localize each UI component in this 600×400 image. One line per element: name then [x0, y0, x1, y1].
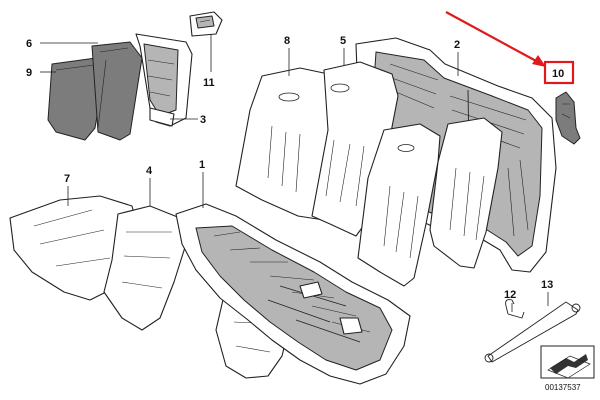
part-11-clip[interactable] — [189, 11, 223, 37]
leader-lines — [40, 34, 549, 312]
part-12-hook[interactable] — [505, 299, 525, 319]
callout-labels: 6 9 11 3 8 5 2 7 4 1 12 13 — [26, 35, 553, 301]
part-6-trim-panel[interactable] — [91, 41, 143, 141]
part-number-badge: 00137537 — [540, 345, 595, 392]
callout-3: 3 — [200, 114, 206, 126]
callout-6: 6 — [26, 38, 32, 50]
badge-arrow-icon — [550, 354, 588, 374]
callout-7: 7 — [64, 173, 70, 185]
callout-2: 2 — [454, 39, 460, 51]
part-number: 00137537 — [545, 383, 581, 392]
highlight-arrow-head — [532, 55, 546, 67]
part-1-seat-frame[interactable] — [175, 203, 411, 385]
part-backrest-cushion-right-a[interactable] — [357, 123, 441, 287]
callout-8: 8 — [284, 35, 290, 47]
part-backrest-cushion-right-b[interactable] — [429, 117, 503, 269]
callout-1: 1 — [199, 159, 205, 171]
callout-10: 10 — [552, 68, 564, 80]
highlight-callout-10: 10 — [445, 11, 575, 85]
part-3-frame-bracket[interactable] — [135, 33, 193, 127]
badge-plate-icon — [547, 355, 591, 379]
part-10-clip[interactable] — [555, 91, 581, 145]
callout-13: 13 — [541, 279, 553, 291]
callout-5: 5 — [340, 35, 346, 47]
part-13-cable[interactable] — [484, 301, 581, 363]
callout-4: 4 — [146, 165, 153, 177]
callout-11: 11 — [203, 77, 215, 89]
highlight-arrow — [445, 11, 539, 63]
callout-12: 12 — [504, 289, 516, 301]
highlight-box — [543, 60, 575, 85]
callout-9: 9 — [26, 67, 32, 79]
part-4-seat-cushion-center[interactable] — [103, 205, 187, 331]
